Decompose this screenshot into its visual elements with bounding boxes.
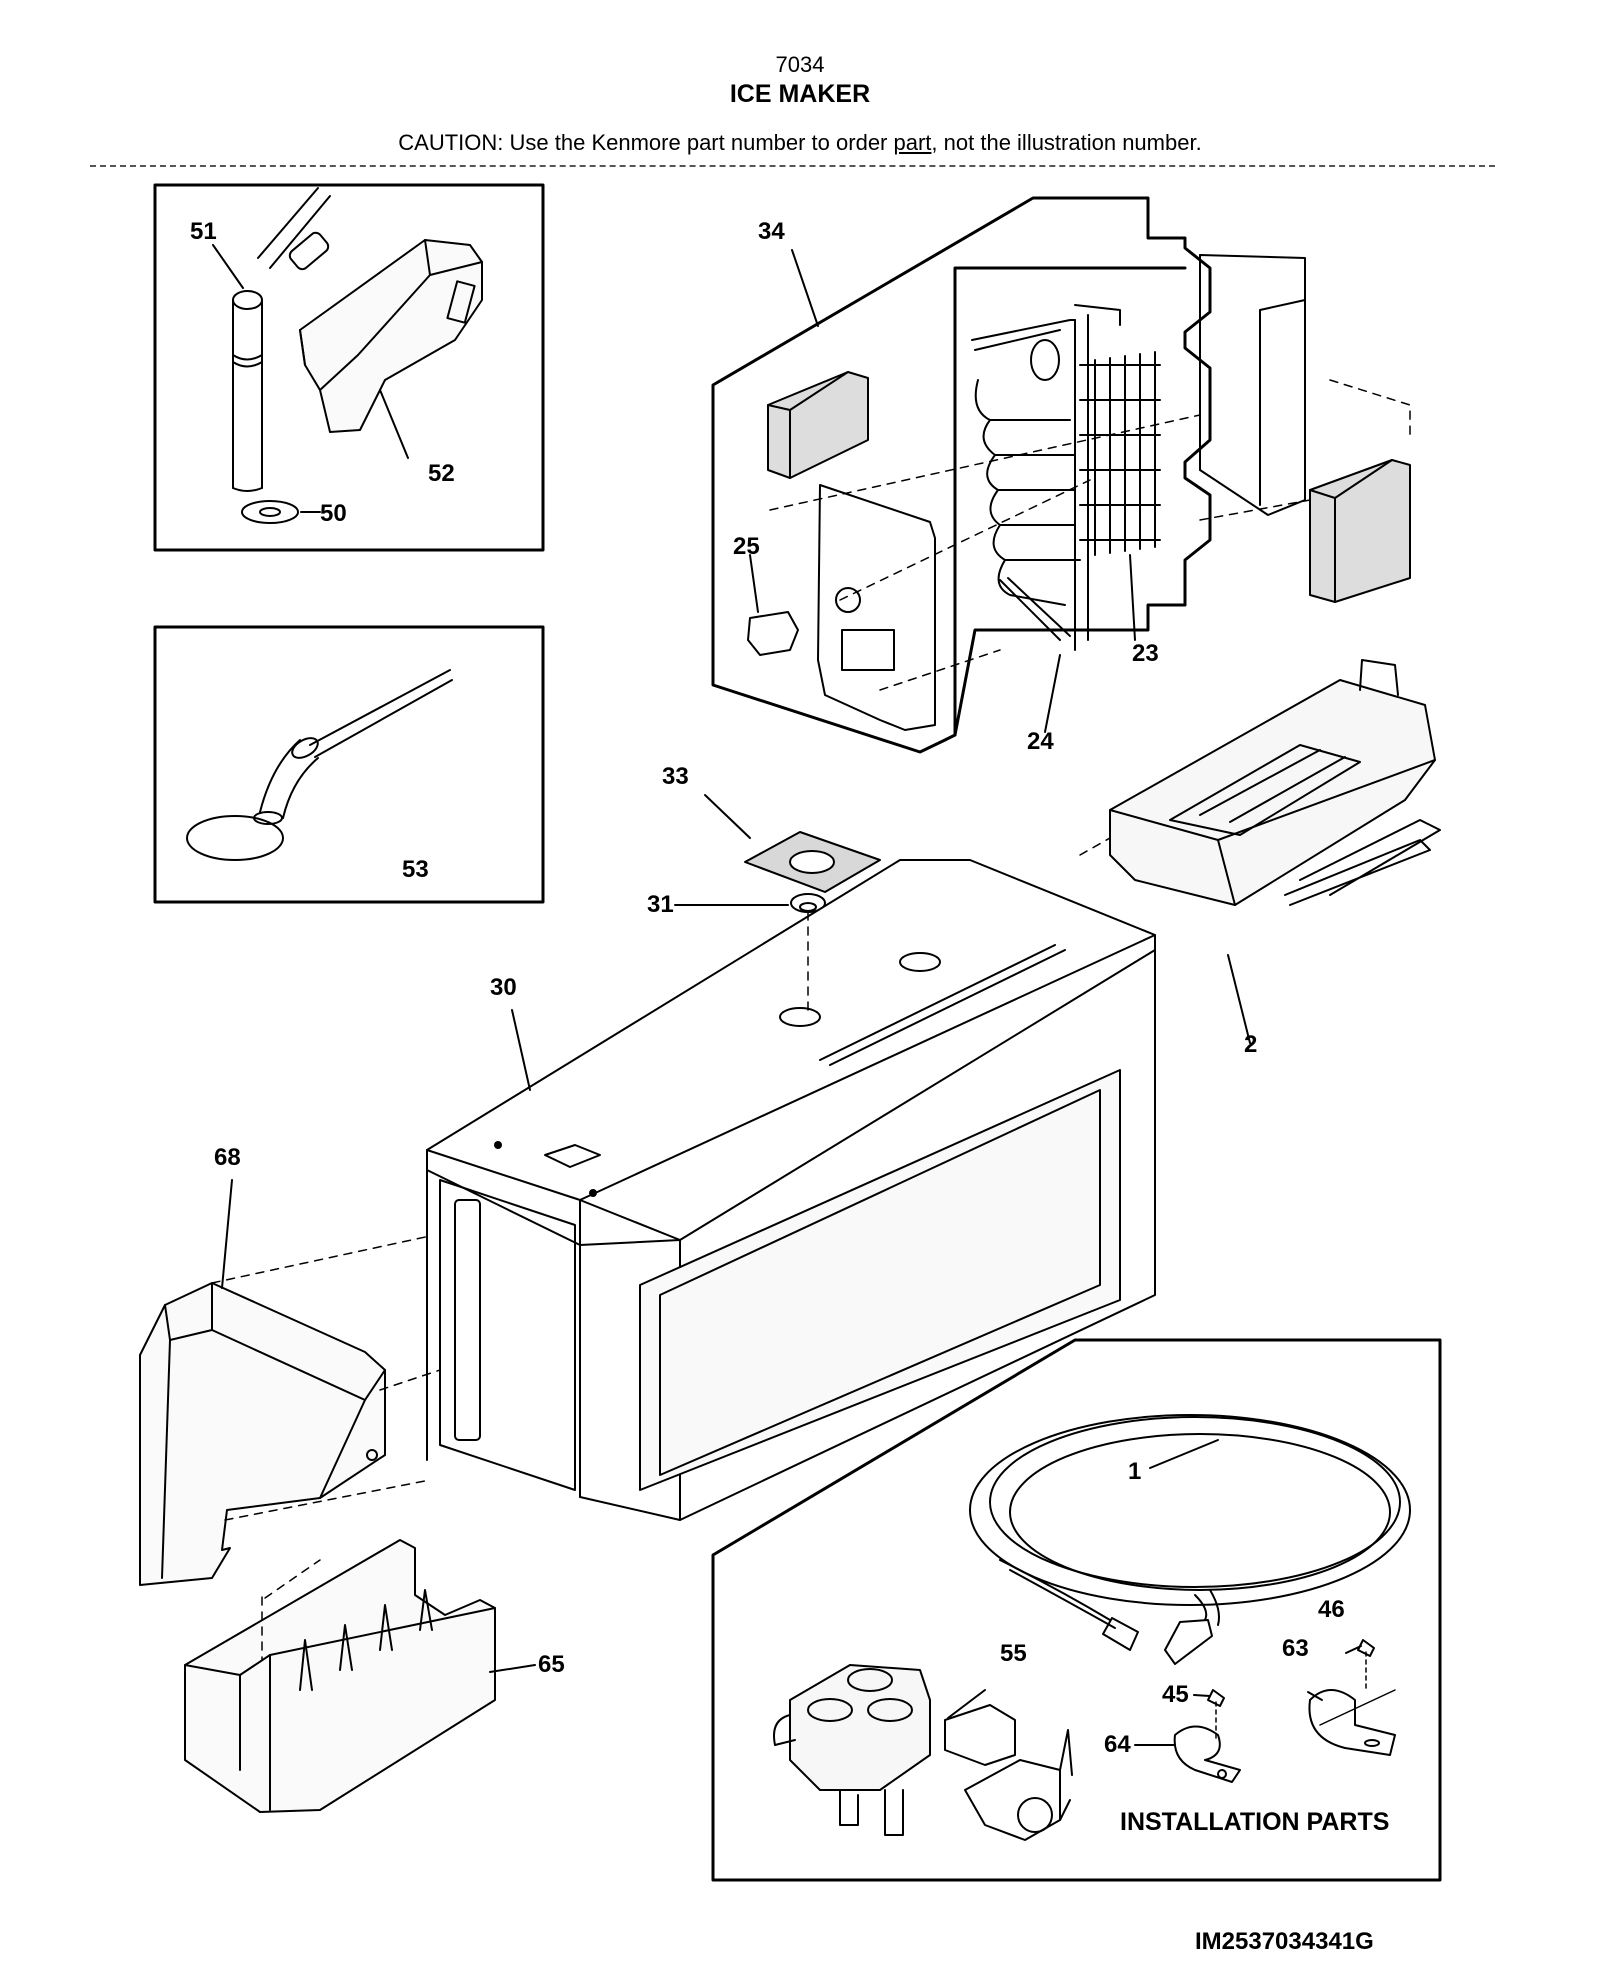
section-code: 7034 <box>775 52 825 77</box>
ice-maker-unit <box>1109 659 1441 906</box>
caution-before: CAUTION: Use the Kenmore part number to … <box>398 130 894 155</box>
callout-64: 64 <box>1104 1731 1131 1758</box>
callout-50: 50 <box>320 500 347 527</box>
ice-bucket-housing <box>426 837 1156 1521</box>
callout-45: 45 <box>1162 1681 1189 1708</box>
image-code: IM2537034341G <box>1195 1928 1374 1955</box>
water-line-panel <box>153 625 545 904</box>
caution-after: , not the illustration number. <box>931 130 1202 155</box>
fill-tube-panel <box>153 183 545 552</box>
callout-55: 55 <box>1000 1640 1027 1667</box>
callout-34: 34 <box>758 218 785 245</box>
callout-46: 46 <box>1318 1596 1345 1623</box>
callout-23: 23 <box>1132 640 1159 667</box>
evaporator-assembly <box>711 196 1411 754</box>
gasket-and-grommet <box>744 831 881 913</box>
callout-68: 68 <box>214 1144 241 1171</box>
callout-53: 53 <box>402 856 429 883</box>
callout-65: 65 <box>538 1651 565 1678</box>
installation-parts-panel <box>711 1338 1442 1882</box>
callout-51: 51 <box>190 218 217 245</box>
callout-24: 24 <box>1027 728 1054 755</box>
callout-31: 31 <box>647 891 674 918</box>
installation-parts-label: INSTALLATION PARTS <box>1120 1808 1390 1836</box>
callout-30: 30 <box>490 974 517 1001</box>
callout-63: 63 <box>1282 1635 1309 1662</box>
callout-2: 2 <box>1244 1031 1258 1058</box>
callout-1: 1 <box>1128 1458 1142 1485</box>
callout-52: 52 <box>428 460 455 487</box>
ice-bin <box>184 1539 496 1813</box>
page-title: ICE MAKER <box>729 80 871 108</box>
front-cover <box>139 1235 441 1586</box>
leader-lines <box>212 244 1362 1746</box>
callout-25: 25 <box>733 533 760 560</box>
caution-part-link: part <box>893 130 932 155</box>
header-divider <box>90 165 1495 167</box>
caution-text: CAUTION: Use the Kenmore part number to … <box>0 130 1600 156</box>
callout-33: 33 <box>662 763 689 790</box>
